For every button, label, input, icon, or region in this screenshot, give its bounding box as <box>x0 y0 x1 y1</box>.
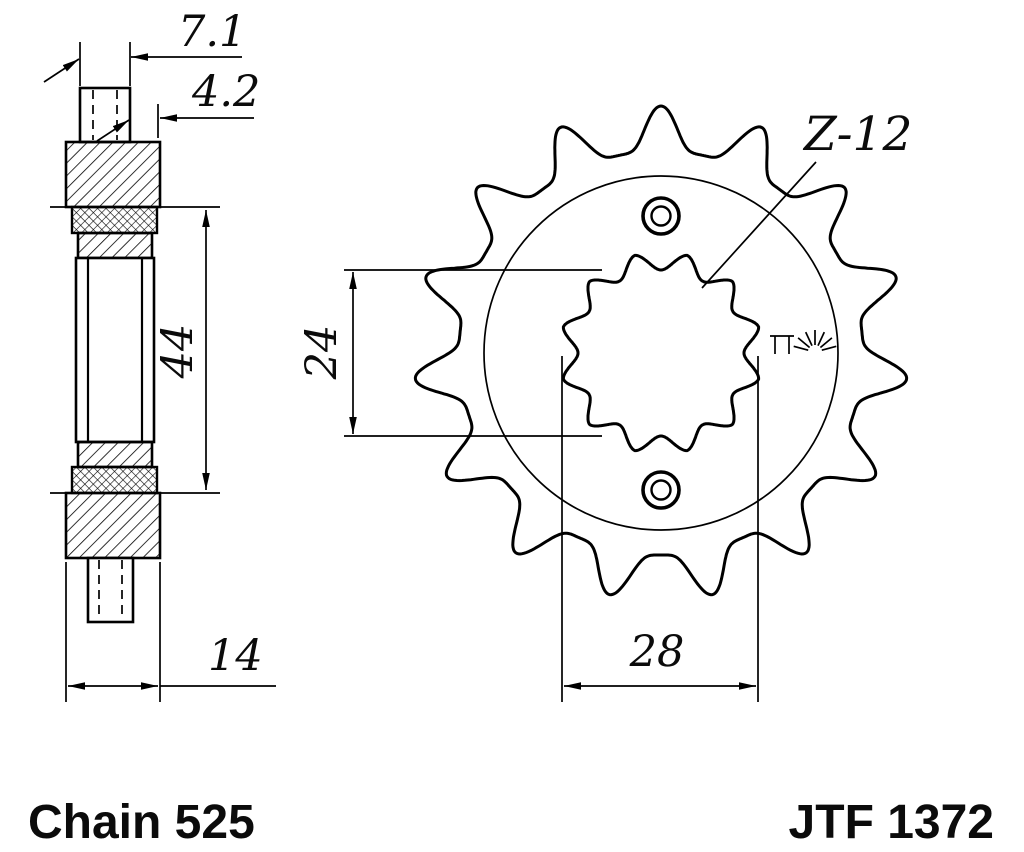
roller-band-bottom <box>70 465 159 495</box>
surface-finish-icon <box>770 330 837 354</box>
part-number-label: JTF 1372 <box>789 796 994 849</box>
rim-section-top <box>64 140 162 209</box>
dim-28: 28 <box>561 356 759 702</box>
dim-28-text: 28 <box>629 627 685 677</box>
dim-4-2: 4.2 <box>96 67 260 142</box>
dim-14: 14 <box>65 562 276 702</box>
web-band-top <box>76 231 154 260</box>
leader-line <box>701 161 817 289</box>
lightening-hole-bottom-inner <box>650 479 672 501</box>
dim-24: 24 <box>297 269 602 437</box>
teeth-count-text: Z-12 <box>802 107 912 162</box>
lightening-hole-top-inner <box>650 205 672 227</box>
dim-14-text: 14 <box>208 631 263 681</box>
spline-bore-outline <box>561 253 761 453</box>
side-view <box>64 86 162 624</box>
sunburst-rays <box>793 330 837 352</box>
dimension-arrow <box>43 58 80 83</box>
footer: Chain 525 JTF 1372 <box>28 796 994 849</box>
chain-size-label: Chain 525 <box>28 796 255 849</box>
dim-4-2-text: 4.2 <box>191 67 260 117</box>
roller-band-top <box>70 205 159 235</box>
web-band-bottom <box>76 440 154 469</box>
front-view <box>413 104 909 597</box>
dim-44: 44 <box>50 206 220 494</box>
lightening-hole-bottom <box>641 470 681 510</box>
dimension-arrow <box>96 119 130 142</box>
tooth-section <box>78 86 132 144</box>
dim-24-text: 24 <box>297 325 347 381</box>
lightening-hole-top <box>641 196 681 236</box>
rim-section-bottom <box>64 491 162 560</box>
teeth-count-callout: Z-12 <box>701 107 912 289</box>
finish-mark-glyph <box>770 335 794 354</box>
collar-section <box>86 556 135 624</box>
dim-7-1: 7.1 <box>43 7 246 86</box>
shoulder-circle <box>483 175 839 531</box>
dim-7-1-text: 7.1 <box>178 7 246 57</box>
dim-44-text: 44 <box>153 324 203 380</box>
